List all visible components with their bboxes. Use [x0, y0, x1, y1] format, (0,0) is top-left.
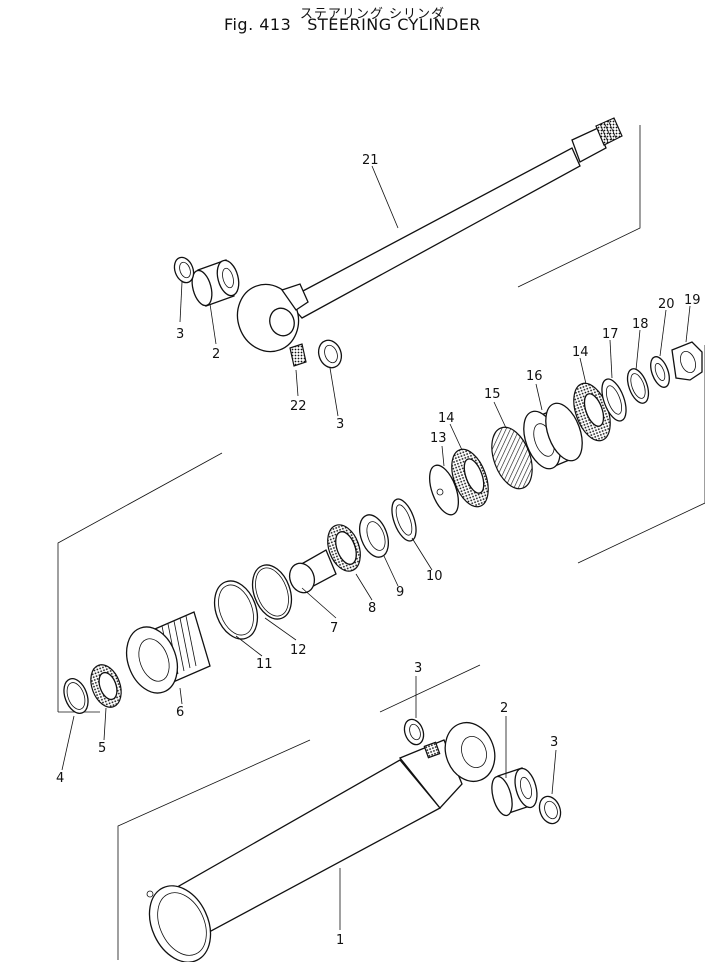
- part-2-bushing-upper: [191, 259, 240, 307]
- part-2-bushing-lower: [491, 767, 538, 817]
- callout-16: 16: [526, 369, 543, 384]
- part-3-seal-rings-lower: [403, 718, 562, 825]
- callout-13: 13: [430, 431, 447, 446]
- callout-1: 1: [336, 933, 344, 948]
- callout-14-lower: 14: [438, 411, 455, 426]
- part-1-cylinder-tube: [146, 721, 496, 962]
- callout-18: 18: [632, 317, 649, 332]
- callout-14-upper: 14: [572, 345, 589, 360]
- part-20-washer: [650, 356, 670, 388]
- part-11-backup-ring: [213, 580, 259, 640]
- frame-lines: [57, 125, 705, 960]
- part-14-seal-lower: [451, 448, 489, 508]
- part-6-cylinder-head: [125, 611, 211, 694]
- leader-lines: [61, 165, 691, 930]
- callout-12: 12: [290, 643, 307, 658]
- callout-6: 6: [176, 705, 184, 720]
- callout-21: 21: [362, 153, 379, 168]
- callout-11: 11: [256, 657, 273, 672]
- callout-5: 5: [98, 741, 106, 756]
- callout-22: 22: [290, 399, 307, 414]
- figure-title-text: STEERING CYLINDER: [307, 15, 482, 34]
- callout-4: 4: [56, 771, 64, 786]
- part-9-ring: [359, 514, 389, 558]
- callout-3-lower-right: 3: [550, 735, 558, 750]
- callout-20: 20: [658, 297, 675, 312]
- callout-3-lower-left: 3: [414, 661, 422, 676]
- title-japanese: ステアリング シリンダ: [299, 7, 446, 22]
- callout-3-upper-left: 3: [176, 327, 184, 342]
- callout-2-lower: 2: [500, 701, 508, 716]
- callout-17: 17: [602, 327, 619, 342]
- callout-8: 8: [368, 601, 376, 616]
- callout-7: 7: [330, 621, 338, 636]
- part-22-grease-nipple: [289, 343, 307, 367]
- part-19-nut: [671, 341, 703, 381]
- callout-labels: 21 3 2 22 3 13 14 15 16 14 17 18 20 19 1…: [56, 153, 701, 948]
- callout-10: 10: [426, 569, 443, 584]
- part-12-o-ring: [251, 564, 293, 620]
- part-16-piston: [523, 402, 583, 470]
- callout-2-upper: 2: [212, 347, 220, 362]
- callout-9: 9: [396, 585, 404, 600]
- part-10-snap-ring: [391, 498, 417, 542]
- callout-15: 15: [484, 387, 501, 402]
- figure-title: Fig. 413 STEERING CYLINDER: [0, 15, 705, 34]
- part-21-piston-rod: [236, 117, 623, 353]
- part-4-snap-ring: [63, 678, 89, 714]
- callout-3-upper-right: 3: [336, 417, 344, 432]
- part-14-seal-upper: [573, 382, 611, 442]
- part-17-ring: [601, 378, 627, 422]
- part-18-snap-ring: [626, 368, 650, 404]
- part-8-bushing: [327, 524, 361, 572]
- part-7-bushing: [288, 549, 337, 594]
- callout-19: 19: [684, 293, 701, 308]
- part-5-seal: [90, 664, 122, 708]
- part-15-wear-ring: [491, 426, 533, 490]
- figure-number: Fig. 413: [223, 15, 292, 34]
- part-3-seal-rings-upper: [173, 256, 343, 369]
